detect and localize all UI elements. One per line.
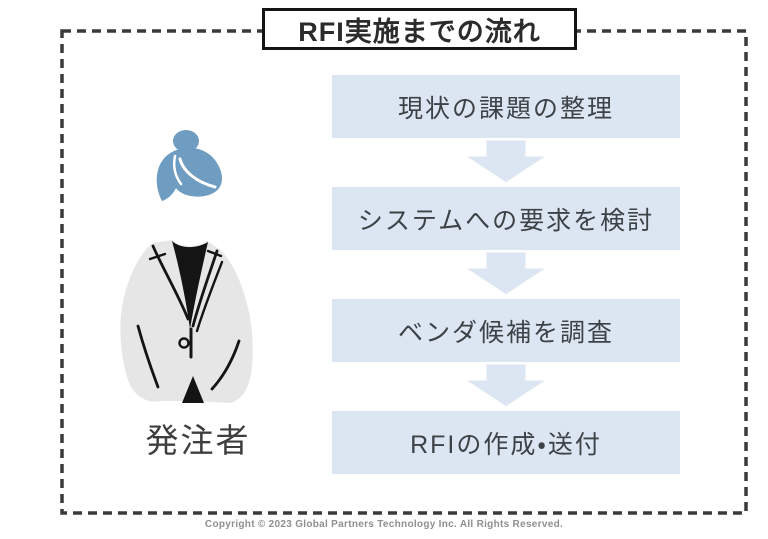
diagram-title: RFI実施までの流れ bbox=[298, 16, 541, 47]
down-arrow-shape bbox=[458, 250, 554, 298]
jacket-button bbox=[178, 337, 190, 349]
flow-step-3-label: ベンダ候補を調査 bbox=[397, 318, 614, 347]
diagram-title-box: RFI実施までの流れ bbox=[262, 8, 577, 50]
copyright-text: Copyright © 2023 Global Partners Technol… bbox=[204, 519, 564, 530]
left-lapel-line bbox=[151, 244, 190, 321]
right-lapel-line bbox=[191, 249, 219, 328]
flow-step-2-label: システムへの要求を検討 bbox=[357, 206, 655, 235]
left-arm-line bbox=[136, 324, 160, 389]
flow-step-1-label: 現状の課題の整理 bbox=[397, 94, 614, 123]
down-arrow-shape bbox=[458, 362, 554, 410]
flow-step-4-label: RFIの作成・送付 bbox=[410, 430, 602, 459]
suit-jacket bbox=[120, 240, 253, 403]
right-arm-line bbox=[210, 339, 241, 391]
actor-label: 発注者 bbox=[145, 422, 251, 459]
client-person-illustration bbox=[120, 130, 253, 403]
flow-step-4: RFIの作成・送付 bbox=[330, 409, 682, 476]
jacket-bottom-notch bbox=[182, 376, 204, 403]
down-arrow-shape bbox=[458, 138, 554, 186]
shirt-v-neck bbox=[172, 241, 208, 329]
left-collar-notch bbox=[148, 252, 167, 261]
down-arrow-icon bbox=[458, 138, 554, 186]
flow-step-3: ベンダ候補を調査 bbox=[330, 297, 682, 364]
flow-step-1: 現状の課題の整理 bbox=[330, 73, 682, 140]
flow-step-2: システムへの要求を検討 bbox=[330, 185, 682, 252]
dashed-border-rect bbox=[60, 29, 748, 515]
hair-highlight bbox=[178, 157, 217, 189]
hair-highlight-2 bbox=[173, 154, 183, 186]
down-arrow-icon bbox=[458, 362, 554, 410]
hair-bun bbox=[173, 130, 199, 152]
down-arrow-icon bbox=[458, 250, 554, 298]
right-lapel-inner-line bbox=[195, 260, 224, 333]
dashed-border-frame bbox=[60, 29, 748, 515]
right-collar-notch bbox=[206, 249, 223, 258]
